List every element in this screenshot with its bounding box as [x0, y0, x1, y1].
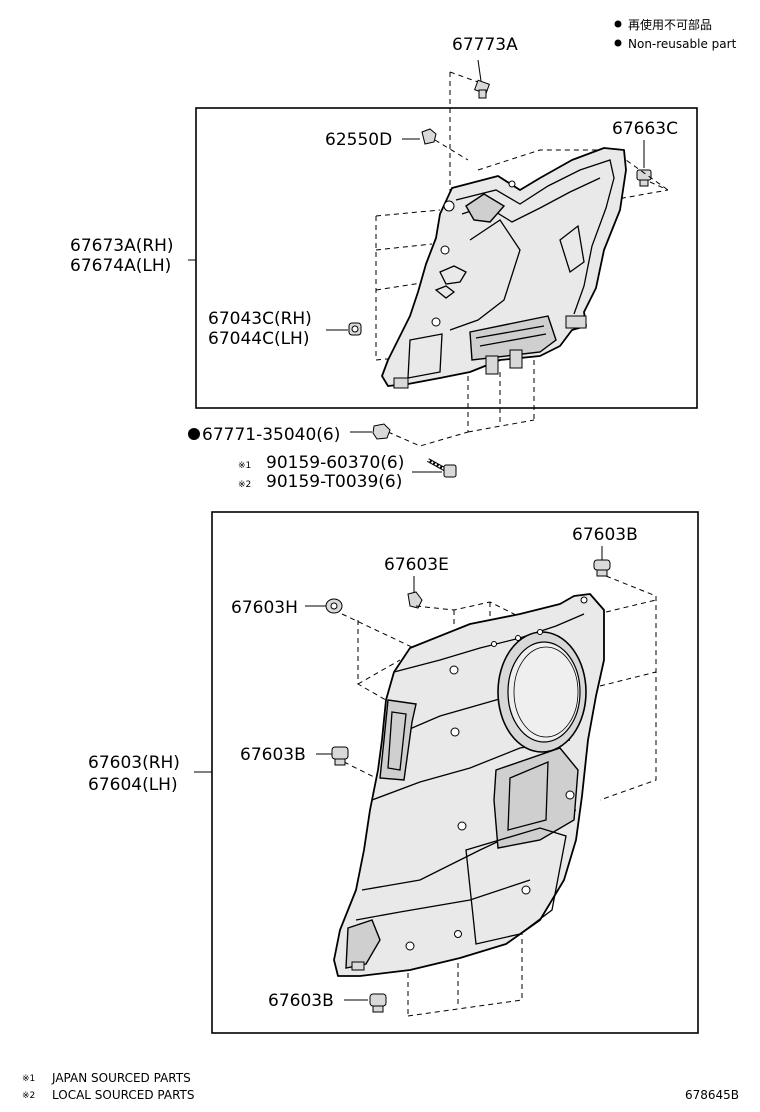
footnote-1: JAPAN SOURCED PARTS [51, 1071, 191, 1085]
label-67674A[interactable]: 67674A(LH) [70, 256, 171, 276]
label-90159-60370[interactable]: 90159-60370(6) [266, 453, 404, 473]
lower-trim-panel [333, 593, 605, 977]
clip-67663C [636, 169, 652, 187]
label-67044C[interactable]: 67044C(LH) [208, 329, 309, 349]
clip-67603B-bottom [369, 993, 387, 1013]
clip-67773A [474, 59, 490, 99]
clip-67043C [348, 322, 362, 336]
upper-panel-box [195, 107, 698, 409]
footnote-2: LOCAL SOURCED PARTS [52, 1088, 194, 1102]
nut-67771 [372, 423, 391, 440]
label-67043C[interactable]: 67043C(RH) [208, 309, 312, 329]
footnote-mark-1: ※1 [22, 1074, 35, 1084]
label-67603B-mid[interactable]: 67603B [240, 745, 306, 765]
clip-67603B-top [593, 559, 611, 577]
label-67663C[interactable]: 67663C [612, 119, 678, 139]
label-67603H[interactable]: 67603H [231, 598, 298, 618]
mark-2: ※2 [238, 480, 251, 490]
clip-62550D [421, 128, 437, 145]
label-67603B-bottom[interactable]: 67603B [268, 991, 334, 1011]
mark-1: ※1 [238, 461, 251, 471]
clip-67603B-mid [331, 746, 349, 766]
clip-67603H [325, 598, 343, 614]
legend: 再使用不可部品 Non-reusable part [614, 17, 737, 51]
label-67603B-top[interactable]: 67603B [572, 525, 638, 545]
label-90159-T0039[interactable]: 90159-T0039(6) [266, 472, 402, 492]
label-67603E[interactable]: 67603E [384, 555, 449, 575]
label-67771[interactable]: 67771-35040(6) [202, 425, 340, 445]
bullet-icon [614, 39, 622, 47]
label-67773A[interactable]: 67773A [452, 35, 518, 55]
label-67603-rh[interactable]: 67603(RH) [88, 753, 180, 773]
label-62550D[interactable]: 62550D [325, 130, 392, 150]
non-reusable-bullet-icon [188, 428, 200, 440]
legend-en: Non-reusable part [628, 37, 737, 51]
bullet-icon [614, 20, 622, 28]
label-67673A[interactable]: 67673A(RH) [70, 236, 174, 256]
legend-jp: 再使用不可部品 [628, 17, 712, 32]
clip-67603E [407, 591, 423, 609]
diagram-id: 678645B [685, 1088, 739, 1102]
label-67604-lh[interactable]: 67604(LH) [88, 775, 178, 795]
footnote-mark-2: ※2 [22, 1091, 35, 1101]
bolt-90159 [427, 458, 457, 478]
upper-trim-panel [381, 147, 627, 389]
